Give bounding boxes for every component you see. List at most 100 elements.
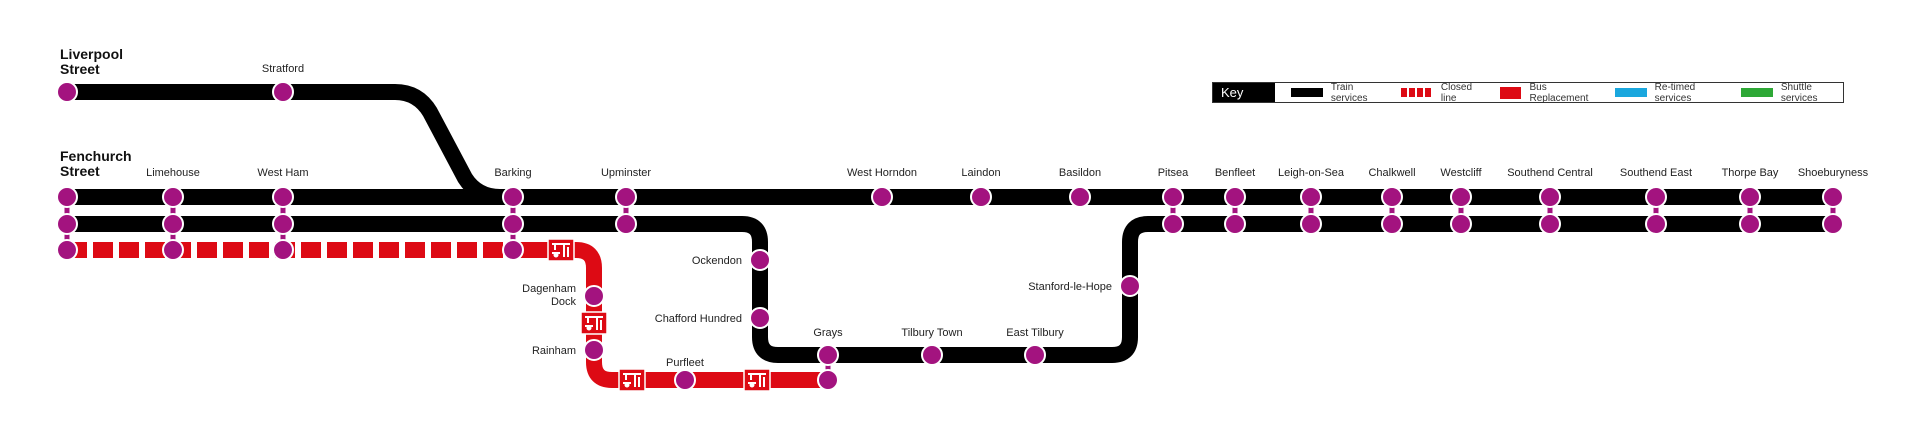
map-key: Key Train services Closed line Bus Replace… xyxy=(1212,81,1844,104)
station-label-west-horndon: West Horndon xyxy=(847,167,917,179)
station-dot-west-horndon xyxy=(871,186,893,208)
terminal-station-dot xyxy=(56,213,78,235)
station-dot-thorpe-bay xyxy=(1739,186,1761,208)
station-label-pitsea: Pitsea xyxy=(1158,167,1189,179)
terminal-liverpool-street-label: Liverpool Street xyxy=(60,46,124,77)
station-dot-ockendon xyxy=(749,249,771,271)
station-dot-grays xyxy=(817,344,839,366)
bus-icon-body xyxy=(618,368,646,392)
station-dot-purfleet xyxy=(674,369,696,391)
station-label-westcliff: Westcliff xyxy=(1440,167,1482,179)
station-dot-upminster xyxy=(615,186,637,208)
key-swatch xyxy=(1741,88,1773,97)
station-label-stanford-le-hope: Stanford-le-Hope xyxy=(1028,281,1112,293)
station-dot-benfleet xyxy=(1224,186,1246,208)
station-dot-leigh-on-sea xyxy=(1300,186,1322,208)
key-item-train-services: Train services xyxy=(1291,82,1385,104)
key-label: Re-timed services xyxy=(1654,81,1696,104)
terminal-station-dot xyxy=(56,186,78,208)
bus-icon-body xyxy=(580,311,608,335)
key-swatch xyxy=(1614,88,1647,97)
station-dot-chalkwell xyxy=(1381,186,1403,208)
station-label-chafford-hundred: Chafford Hundred xyxy=(655,313,742,325)
key-label: Closed line xyxy=(1440,81,1473,104)
tilbury-loop-line xyxy=(67,216,1833,363)
station-dot-basildon xyxy=(1069,186,1091,208)
station-label-west-ham: West Ham xyxy=(257,167,308,179)
station-label-basildon: Basildon xyxy=(1059,167,1101,179)
key-label: Shuttle services xyxy=(1780,81,1818,104)
station-label-barking: Barking xyxy=(494,167,531,179)
station-dot-limehouse xyxy=(162,239,184,261)
station-dot-southend-central xyxy=(1539,186,1561,208)
station-label-shoeburyness: Shoeburyness xyxy=(1798,167,1869,179)
key-title: Key xyxy=(1213,83,1276,102)
station-dot-dagenham-dock xyxy=(583,285,605,307)
station-label-tilbury-town: Tilbury Town xyxy=(901,327,962,339)
station-dot-shoeburyness xyxy=(1822,213,1844,235)
station-dot-leigh-on-sea xyxy=(1300,213,1322,235)
key-item-re-timed-services: Re-timed services xyxy=(1614,81,1725,104)
key-item-closed-line: Closed line xyxy=(1401,82,1484,104)
station-dot-grays xyxy=(817,369,839,391)
station-dot-barking xyxy=(502,186,524,208)
station-label-rainham: Rainham xyxy=(532,345,576,357)
key-label: Train services xyxy=(1330,81,1368,104)
station-label-laindon: Laindon xyxy=(961,167,1000,179)
key-label: Bus Replacement xyxy=(1529,81,1589,104)
station-dot-southend-east xyxy=(1645,186,1667,208)
station-dot-west-ham xyxy=(272,186,294,208)
station-label-east-tilbury: East Tilbury xyxy=(1006,327,1064,339)
key-swatch xyxy=(1500,86,1522,99)
station-label-thorpe-bay: Thorpe Bay xyxy=(1722,167,1779,179)
station-dot-rainham xyxy=(583,339,605,361)
station-dot-laindon xyxy=(970,186,992,208)
station-label-stratford: Stratford xyxy=(262,63,304,75)
station-dot-chafford-hundred xyxy=(749,307,771,329)
terminal-station-dot xyxy=(56,81,78,103)
bus-icon-body xyxy=(743,368,771,392)
bus-icon-wheel xyxy=(553,252,559,258)
station-dot-southend-east xyxy=(1645,213,1667,235)
bus-icon-wheel xyxy=(586,325,592,331)
station-dot-chalkwell xyxy=(1381,213,1403,235)
station-label-southend-east: Southend East xyxy=(1620,167,1692,179)
station-dot-pitsea xyxy=(1162,186,1184,208)
terminal-fenchurch-street-label: Fenchurch Street xyxy=(60,148,132,179)
station-label-benfleet: Benfleet xyxy=(1215,167,1255,179)
bus-icon-glyph xyxy=(748,373,766,387)
station-label-limehouse: Limehouse xyxy=(146,167,200,179)
key-swatch xyxy=(1291,88,1323,97)
bus-icon-wheel xyxy=(624,382,630,388)
key-item-shuttle-services: Shuttle services xyxy=(1741,82,1843,104)
liverpool-street-line xyxy=(67,84,501,205)
terminal-station-dot xyxy=(56,239,78,261)
station-dot-barking xyxy=(502,213,524,235)
bus-replacement-icon xyxy=(618,368,646,392)
station-dot-thorpe-bay xyxy=(1739,213,1761,235)
station-dot-southend-central xyxy=(1539,213,1561,235)
station-dot-upminster xyxy=(615,213,637,235)
station-dot-shoeburyness xyxy=(1822,186,1844,208)
bus-icon-glyph xyxy=(585,316,603,330)
station-dot-westcliff xyxy=(1450,213,1472,235)
station-label-grays: Grays xyxy=(813,327,843,339)
bus-replacement-icon xyxy=(547,238,575,262)
bus-icon-glyph xyxy=(552,243,570,257)
station-dot-stratford xyxy=(272,81,294,103)
station-label-upminster: Upminster xyxy=(601,167,651,179)
key-swatch xyxy=(1401,88,1433,97)
station-dot-pitsea xyxy=(1162,213,1184,235)
station-label-leigh-on-sea: Leigh-on-Sea xyxy=(1278,167,1345,179)
station-label-southend-central: Southend Central xyxy=(1507,167,1593,179)
bus-icon-glyph xyxy=(623,373,641,387)
station-dot-east-tilbury xyxy=(1024,344,1046,366)
station-label-ockendon: Ockendon xyxy=(692,255,742,267)
key-item-bus-replacement: Bus Replacement xyxy=(1500,82,1599,104)
station-label-line: Dock xyxy=(551,296,577,308)
station-label-chalkwell: Chalkwell xyxy=(1368,167,1415,179)
station-dot-tilbury-town xyxy=(921,344,943,366)
bus-icon-body xyxy=(547,238,575,262)
